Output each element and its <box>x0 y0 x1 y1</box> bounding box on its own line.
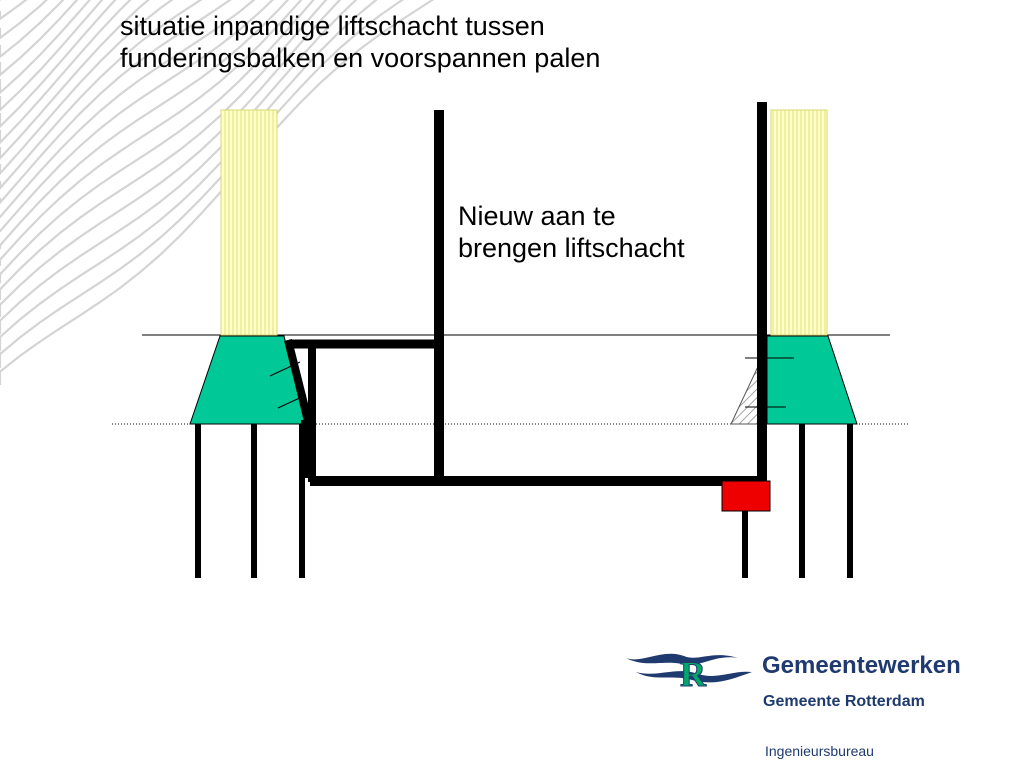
municipality-name: Gemeente Rotterdam <box>763 693 925 710</box>
background-wave-line <box>0 0 79 77</box>
background-wave-line <box>0 0 174 176</box>
background-wave-line <box>0 0 232 205</box>
background-wave-line <box>0 0 303 266</box>
logo-swoosh-top <box>626 653 738 665</box>
background-wave-line <box>0 0 275 232</box>
right-column <box>770 109 828 336</box>
background-wave-line <box>0 0 150 160</box>
background-wave-line <box>0 0 117 129</box>
background-wave-line <box>0 0 91 95</box>
right-footing <box>766 335 858 425</box>
organization-name: Gemeentewerken <box>762 652 961 679</box>
background-wave-line <box>0 0 104 112</box>
background-wave-line <box>0 0 342 317</box>
label-line-2: brengen liftschacht <box>458 233 685 263</box>
rotterdam-logo: R <box>626 653 752 694</box>
shaft-left-slanted-wall <box>284 339 312 421</box>
background-wave-line <box>0 0 256 219</box>
logo-letter: R <box>680 654 707 694</box>
red-anchor-block <box>721 480 771 512</box>
background-wave-line <box>0 0 290 249</box>
logo-swoosh-bottom <box>636 671 752 683</box>
left-tie-line-1 <box>269 361 301 377</box>
background-wave-line <box>0 0 315 283</box>
label-line-1: Nieuw aan te <box>458 201 616 231</box>
department-name: Ingenieursbureau <box>765 743 874 759</box>
background-wave-line <box>0 0 132 145</box>
left-tie-line-2 <box>277 394 307 409</box>
background-wave-line <box>0 0 203 190</box>
slide-title: situatie inpandige liftschacht tussen fu… <box>120 10 600 74</box>
background-wave-line <box>0 0 328 300</box>
title-line-1: situatie inpandige liftschacht tussen <box>120 11 545 41</box>
title-line-2: funderingsbalken en voorspannen palen <box>120 43 601 73</box>
lift-shaft-label: Nieuw aan te brengen liftschacht <box>458 200 685 264</box>
left-column <box>220 109 278 336</box>
